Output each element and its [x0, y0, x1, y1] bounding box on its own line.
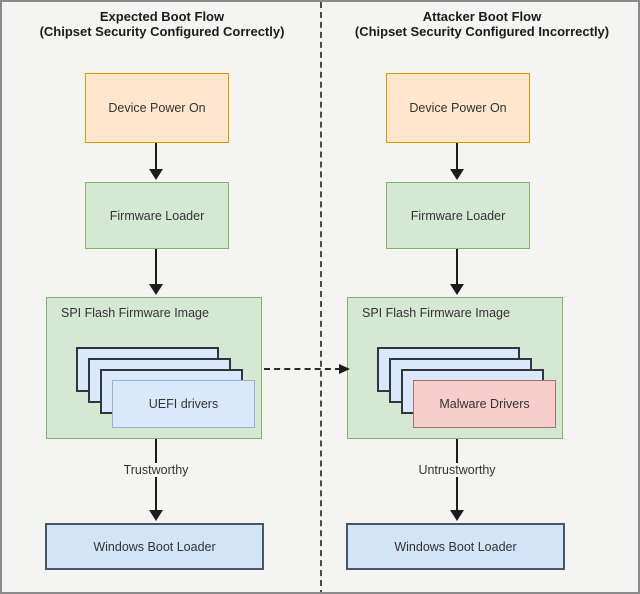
spi-flash-firmware-image-container: SPI Flash Firmware Image Malware Drivers — [347, 297, 563, 439]
arrowhead-down-icon — [450, 284, 464, 295]
arrow-firmware-to-spi — [456, 249, 458, 287]
expected-flow-header-subtitle: (Chipset Security Configured Correctly) — [39, 24, 285, 39]
attacker-flow-header: Attacker Boot Flow (Chipset Security Con… — [323, 9, 638, 39]
arrowhead-down-icon — [450, 169, 464, 180]
attacker-flow-header-title: Attacker Boot Flow — [422, 9, 542, 24]
untrustworthy-label: Untrustworthy — [414, 463, 500, 477]
arrow-power-to-firmware — [456, 143, 458, 172]
arrowhead-right-icon — [339, 364, 350, 374]
attacker-flow-column: Device Power On Firmware Loader SPI Flas… — [303, 2, 638, 592]
malware-drivers-card: Malware Drivers — [413, 380, 556, 428]
spi-flash-firmware-image-label: SPI Flash Firmware Image — [61, 306, 209, 320]
dashed-arrow-spi-to-spi — [264, 368, 341, 370]
expected-flow-header: Expected Boot Flow (Chipset Security Con… — [3, 9, 321, 39]
spi-flash-firmware-image-container: SPI Flash Firmware Image UEFI drivers — [46, 297, 262, 439]
uefi-drivers-card: UEFI drivers — [112, 380, 255, 428]
spi-flash-firmware-image-label: SPI Flash Firmware Image — [362, 306, 510, 320]
firmware-loader-box: Firmware Loader — [85, 182, 229, 249]
firmware-loader-box: Firmware Loader — [386, 182, 530, 249]
windows-boot-loader-box: Windows Boot Loader — [45, 523, 264, 570]
column-divider-dashed-line — [320, 2, 322, 592]
arrowhead-down-icon — [149, 284, 163, 295]
arrowhead-down-icon — [149, 510, 163, 521]
device-power-on-box: Device Power On — [386, 73, 530, 143]
windows-boot-loader-box: Windows Boot Loader — [346, 523, 565, 570]
expected-flow-column: Device Power On Firmware Loader SPI Flas… — [2, 2, 342, 592]
device-power-on-box: Device Power On — [85, 73, 229, 143]
arrowhead-down-icon — [149, 169, 163, 180]
arrowhead-down-icon — [450, 510, 464, 521]
attacker-flow-header-subtitle: (Chipset Security Configured Incorrectly… — [354, 24, 610, 39]
expected-flow-header-title: Expected Boot Flow — [99, 9, 225, 24]
trustworthy-label: Trustworthy — [119, 463, 193, 477]
arrow-firmware-to-spi — [155, 249, 157, 287]
arrow-power-to-firmware — [155, 143, 157, 172]
